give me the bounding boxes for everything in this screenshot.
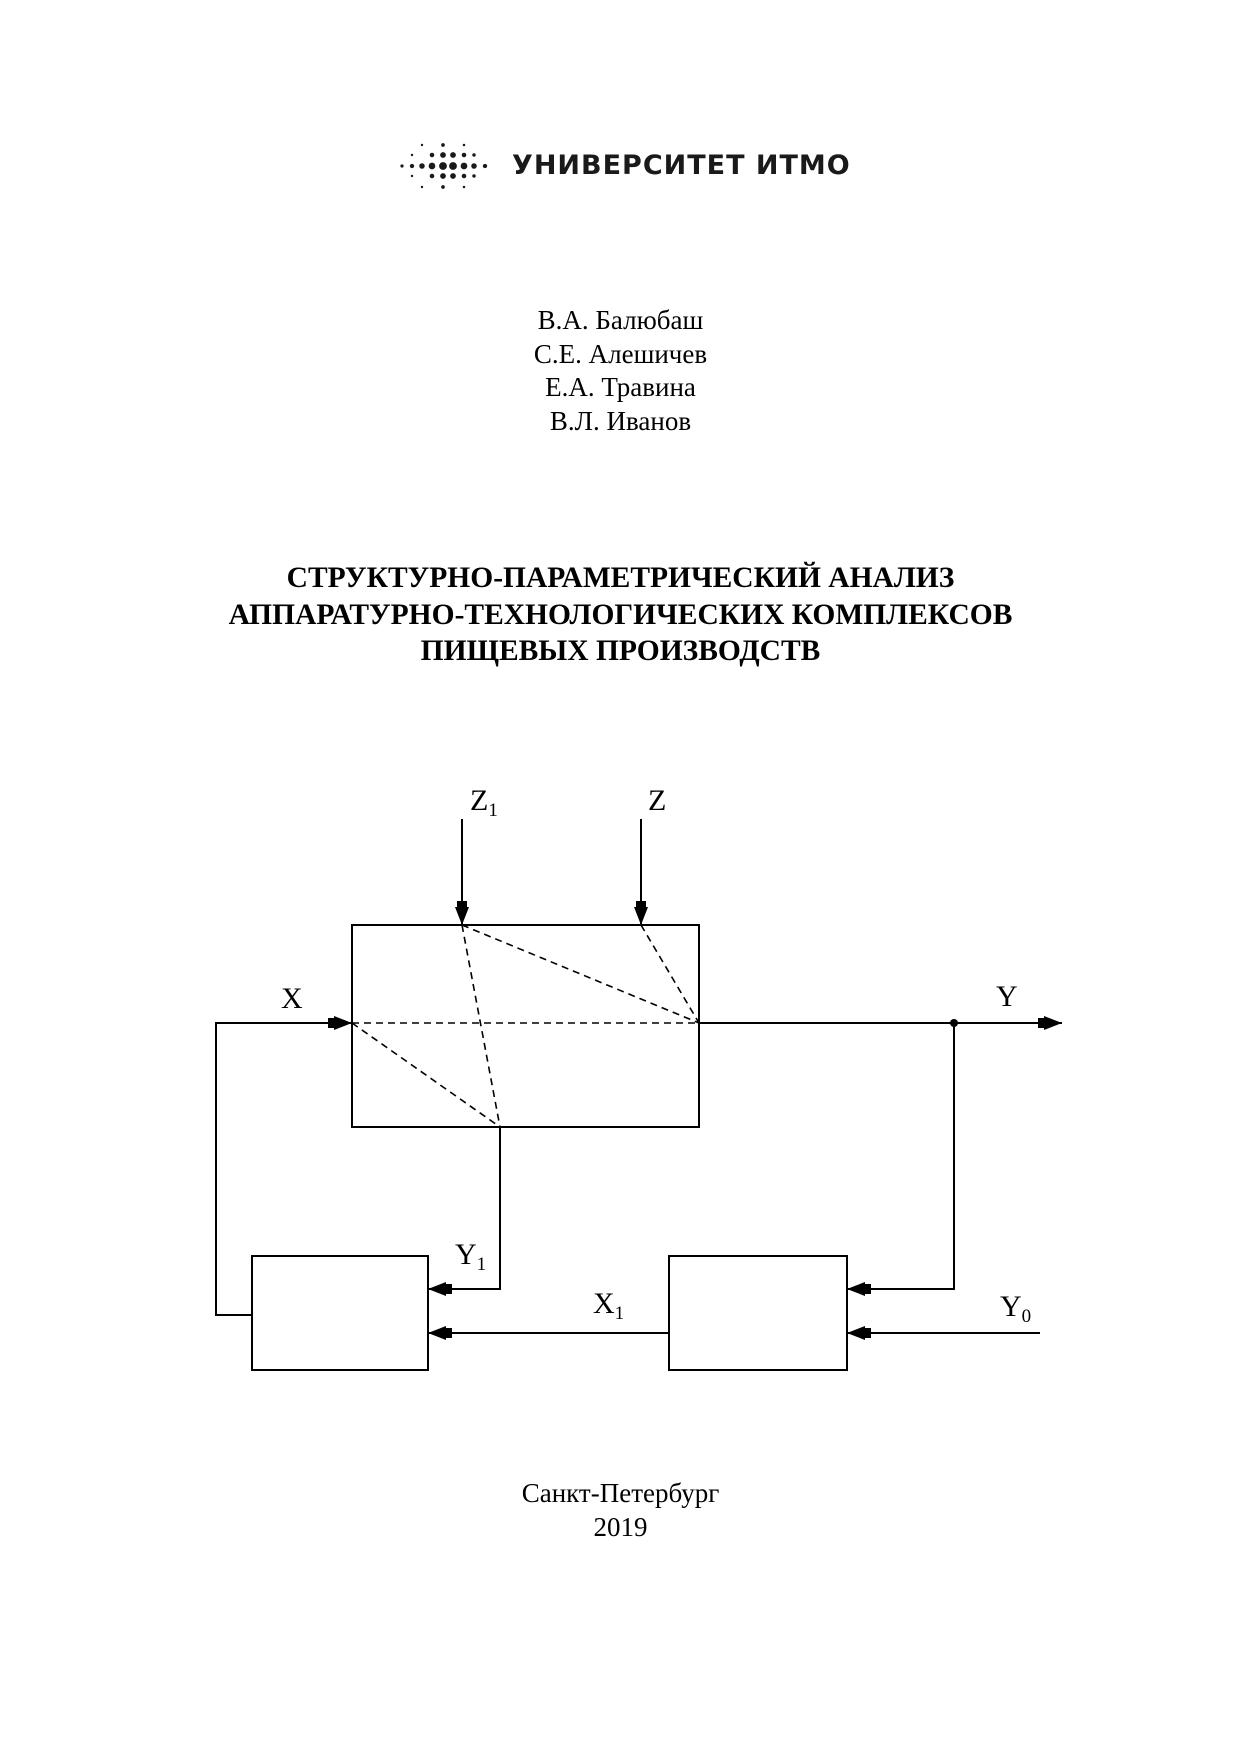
logo-dot [472,153,476,157]
logo-dot [429,173,435,179]
right-control-block [668,1255,848,1371]
university-logo-text: УНИВЕРСИТЕТ ИТМО [512,150,851,181]
junction-dot [950,1019,958,1027]
logo-dot [471,163,477,169]
author: Е.А. Травина [545,372,696,402]
logo-dot [420,143,424,147]
logo-dot [441,143,445,147]
author: В.А. Балюбаш [537,305,704,335]
label-y0: Y0 [1000,1290,1031,1327]
logo-dot [420,185,424,189]
title-line: АППАРАТУРНО-ТЕХНОЛОГИЧЕСКИХ КОМПЛЕКСОВ [228,598,1013,631]
city: Санкт-Петербург [521,1478,720,1508]
label-y: Y [996,980,1018,1013]
label-z: Z [648,784,666,817]
logo-dot [482,163,488,169]
main-process-block [351,924,700,1128]
y1-line [428,1127,501,1296]
logo-dot [462,185,466,189]
document-title: СТРУКТУРНО-ПАРАМЕТРИЧЕСКИЙ АНАЛИЗ АППАРА… [0,560,1241,670]
author: В.Л. Иванов [549,405,692,436]
logo-dot [461,152,467,158]
logo-dot [461,173,467,179]
publication-info: Санкт-Петербург 2019 [0,1476,1241,1544]
logo-dot [441,185,445,189]
title-line: СТРУКТУРНО-ПАРАМЕТРИЧЕСКИЙ АНАЛИЗ [286,562,955,594]
logo-dot [409,163,415,169]
label-y1: Y1 [455,1238,486,1275]
logo-dot [410,174,414,178]
logo-dot [450,152,456,158]
logo-dot [449,162,457,170]
logo-dot [460,162,468,170]
y-feedback-line [847,1023,955,1296]
logo-dot [440,173,446,179]
logo-dot [472,174,476,178]
logo-dot [428,162,436,170]
title-line: ПИЩЕВЫХ ПРОИЗВОДСТВ [420,635,821,667]
logo-dot [419,163,425,169]
logo-dot [439,162,447,170]
x-feedback-line [215,1016,352,1316]
logo-dot [440,152,446,158]
left-control-block [251,1255,429,1371]
logo-dot [462,143,466,147]
logo-dot [429,152,435,158]
logo-dot [410,153,414,157]
logo-dot [450,173,456,179]
internal-relations-dashed [351,924,700,1128]
author: С.Е. Алешичев [533,338,708,369]
year: 2019 [593,1512,648,1542]
label-x: X [281,982,303,1015]
label-z1: Z1 [470,784,498,821]
authors-list: В.А. Балюбаш С.Е. Алешичев Е.А. Травина … [0,304,1241,438]
label-x1: X1 [593,1287,624,1324]
logo-dot [400,164,404,168]
